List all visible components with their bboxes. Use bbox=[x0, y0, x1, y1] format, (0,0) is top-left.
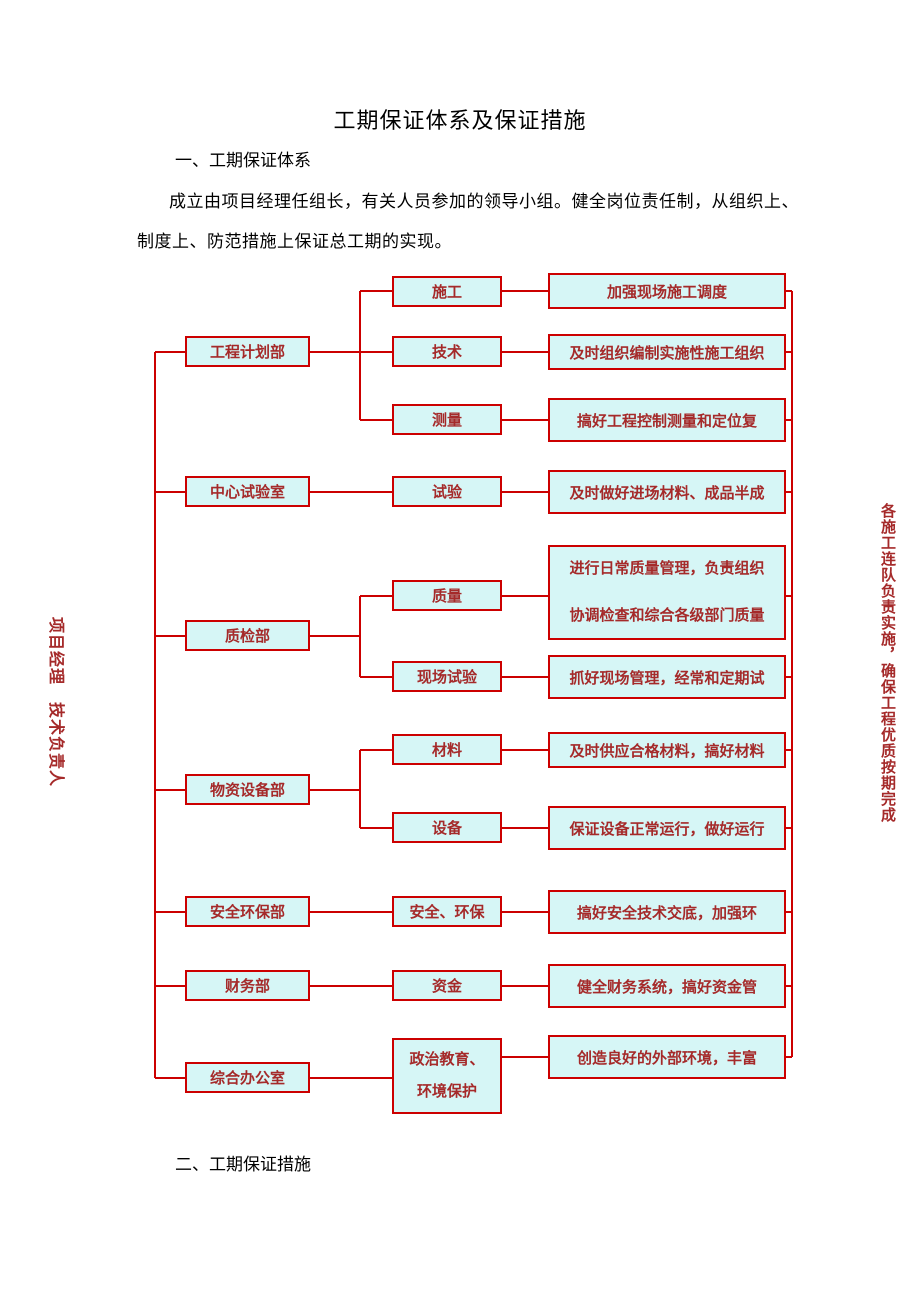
dept-box-finance: 财务部 bbox=[185, 970, 310, 1001]
measure-box-3: 搞好工程控制测量和定位复 bbox=[548, 398, 786, 442]
function-box-field-test: 现场试验 bbox=[392, 661, 502, 692]
document-title: 工期保证体系及保证措施 bbox=[333, 108, 587, 133]
measure-box-8: 保证设备正常运行，做好运行 bbox=[548, 806, 786, 850]
dept-box-central-lab: 中心试验室 bbox=[185, 476, 310, 507]
function-box-equipment: 设备 bbox=[392, 812, 502, 843]
dept-box-general-office: 综合办公室 bbox=[185, 1062, 310, 1093]
dept-box-materials-equipment: 物资设备部 bbox=[185, 774, 310, 805]
function-box-survey: 测量 bbox=[392, 404, 502, 435]
dept-box-safety-environment: 安全环保部 bbox=[185, 896, 310, 927]
function-box-material: 材料 bbox=[392, 734, 502, 765]
measure-box-10: 健全财务系统，搞好资金管 bbox=[548, 964, 786, 1008]
dept-box-engineering-planning: 工程计划部 bbox=[185, 336, 310, 367]
section-heading-1: 一、工期保证体系 bbox=[175, 151, 311, 170]
measure-box-11: 创造良好的外部环境，丰富 bbox=[548, 1035, 786, 1079]
function-box-safety-env: 安全、环保 bbox=[392, 896, 502, 927]
dept-box-quality-inspection: 质检部 bbox=[185, 620, 310, 651]
left-role-label: 项目经理 技术负责人 bbox=[47, 617, 64, 788]
function-box-test: 试验 bbox=[392, 476, 502, 507]
section-heading-2: 二、工期保证措施 bbox=[175, 1155, 311, 1174]
function-box-quality: 质量 bbox=[392, 580, 502, 611]
function-box-political-education: 政治教育、 环境保护 bbox=[392, 1038, 502, 1114]
measure-box-9: 搞好安全技术交底，加强环 bbox=[548, 890, 786, 934]
measure-box-1: 加强现场施工调度 bbox=[548, 273, 786, 309]
paragraph-line-1: 成立由项目经理任组长，有关人员参加的领导小组。健全岗位责任制，从组织上、 bbox=[169, 192, 799, 211]
measure-box-5: 进行日常质量管理，负责组织 协调检查和综合各级部门质量 bbox=[548, 545, 786, 640]
measure-box-2: 及时组织编制实施性施工组织 bbox=[548, 334, 786, 370]
measure-box-7: 及时供应合格材料，搞好材料 bbox=[548, 732, 786, 768]
paragraph-line-2: 制度上、防范措施上保证总工期的实现。 bbox=[137, 232, 452, 251]
function-box-funds: 资金 bbox=[392, 970, 502, 1001]
measure-box-4: 及时做好进场材料、成品半成 bbox=[548, 470, 786, 514]
right-note-label: 各施工连队负责实施，确保工程优质按期完成 bbox=[879, 503, 895, 823]
function-box-construction: 施工 bbox=[392, 276, 502, 307]
measure-box-6: 抓好现场管理，经常和定期试 bbox=[548, 655, 786, 699]
function-box-technology: 技术 bbox=[392, 336, 502, 367]
